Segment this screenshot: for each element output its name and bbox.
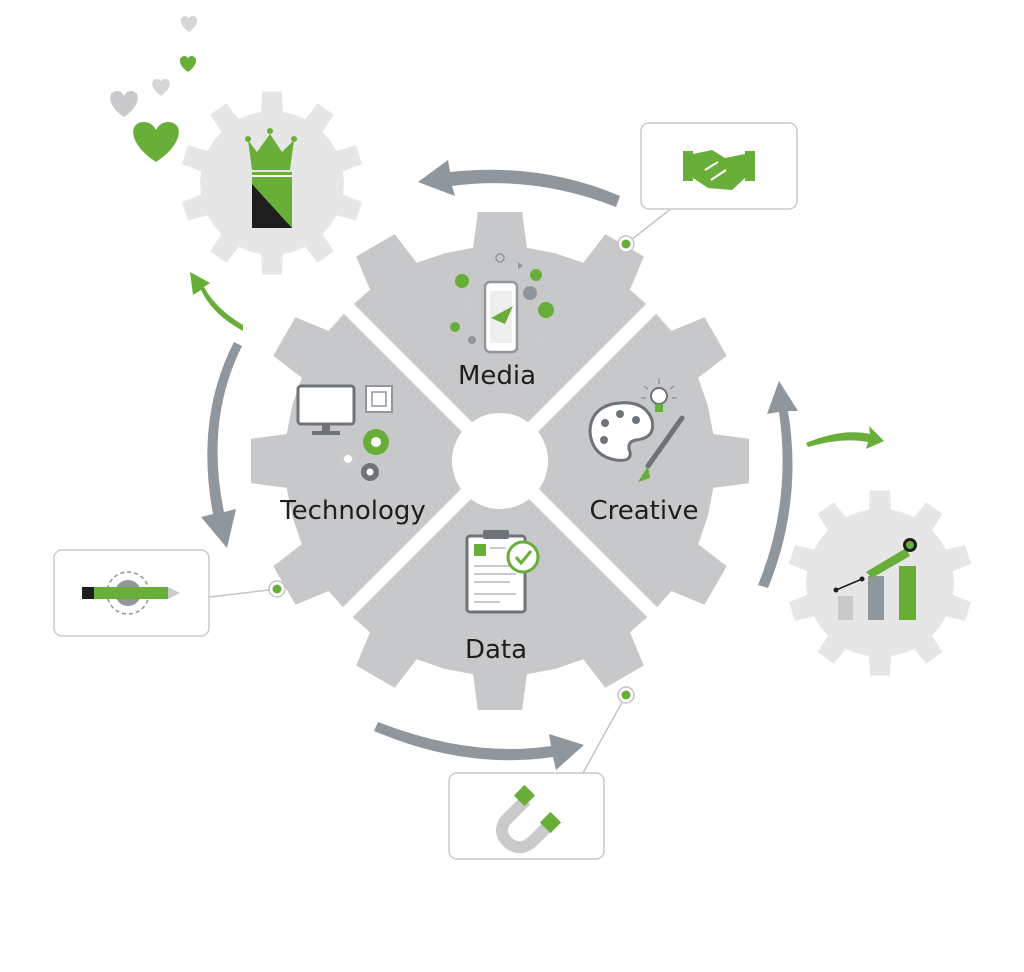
segment-creative[interactable]: Creative xyxy=(588,378,699,526)
phone-social-icon xyxy=(450,253,554,354)
accent-arrows xyxy=(190,272,884,449)
handshake-icon xyxy=(683,150,755,190)
heart-icon xyxy=(133,122,179,162)
arrow-right xyxy=(758,381,798,588)
bar-chart-rocket-icon xyxy=(833,538,917,620)
heart-icon xyxy=(180,16,198,32)
callout-magnet[interactable] xyxy=(448,686,635,860)
clipboard-check-icon xyxy=(465,530,540,614)
computer-gears-icon xyxy=(296,384,393,481)
callout-pencil[interactable] xyxy=(53,549,286,637)
crown-logo-icon xyxy=(245,128,297,228)
heart-icon xyxy=(179,56,197,72)
arrow-bottom xyxy=(374,722,584,770)
heart-icon xyxy=(152,79,170,96)
segment-technology[interactable]: Technology xyxy=(279,384,426,526)
hearts-group xyxy=(110,16,198,162)
pencil-gear-icon xyxy=(82,571,180,615)
segment-label-media: Media xyxy=(458,361,536,391)
arrow-green-right-icon xyxy=(806,426,884,449)
arrow-left xyxy=(201,342,242,548)
gear-hub xyxy=(452,413,548,509)
heart-icon xyxy=(110,91,138,117)
cycle-arrows xyxy=(201,160,798,770)
segment-label-creative: Creative xyxy=(589,496,698,526)
segment-data[interactable]: Data xyxy=(465,530,540,665)
callout-handshake[interactable] xyxy=(617,122,798,253)
segment-media[interactable]: Media xyxy=(450,253,554,391)
segment-label-technology: Technology xyxy=(279,496,426,526)
arrow-green-up-icon xyxy=(190,272,243,331)
palette-brush-icon xyxy=(588,378,685,482)
main-gear xyxy=(251,212,749,710)
segment-label-data: Data xyxy=(465,635,527,665)
arrow-top xyxy=(418,160,620,207)
magnet-icon xyxy=(495,784,562,854)
